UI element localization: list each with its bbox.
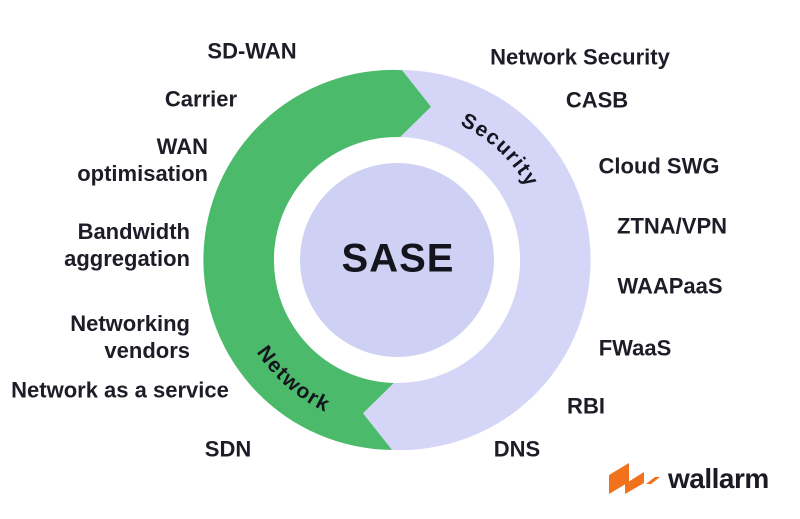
label-network-as-a-service: Network as a service bbox=[11, 377, 229, 403]
wallarm-mark-icon bbox=[609, 463, 660, 494]
label-rbi: RBI bbox=[567, 393, 605, 419]
sase-title: SASE bbox=[341, 236, 455, 281]
label-sdn: SDN bbox=[204, 436, 252, 462]
security-arc bbox=[363, 70, 591, 451]
label-casb: CASB bbox=[565, 87, 629, 113]
label-waapaas: WAAPaaS bbox=[617, 273, 723, 299]
label-wan-optimisation: WAN optimisation bbox=[77, 134, 208, 186]
label-networking-vendors: Networking vendors bbox=[70, 311, 190, 363]
label-ztna-vpn: ZTNA/VPN bbox=[617, 213, 727, 239]
label-carrier: Carrier bbox=[164, 86, 238, 112]
label-network-security: Network Security bbox=[490, 44, 670, 70]
network-arc bbox=[203, 69, 431, 450]
wallarm-wordmark: wallarm bbox=[668, 463, 769, 494]
label-fwaas: FWaaS bbox=[598, 335, 672, 361]
wallarm-logo: wallarm bbox=[608, 462, 769, 495]
label-dns: DNS bbox=[493, 436, 541, 462]
label-bandwidth-aggregation: Bandwidth aggregation bbox=[64, 219, 190, 271]
label-cloud-swg: Cloud SWG bbox=[598, 153, 720, 179]
label-sd-wan: SD-WAN bbox=[207, 38, 297, 64]
sase-center-circle bbox=[300, 163, 494, 357]
